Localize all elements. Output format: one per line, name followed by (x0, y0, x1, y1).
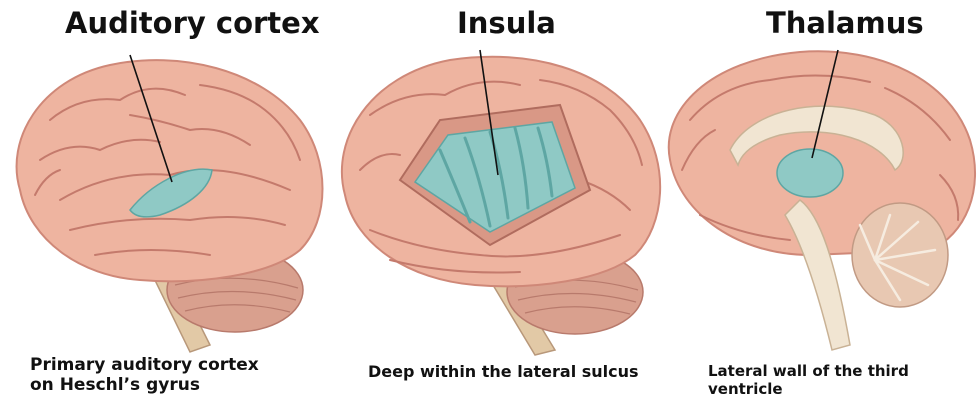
panel-caption: Primary auditory cortex on Heschl’s gyru… (30, 355, 259, 396)
auditory-cortex-illustration (15, 54, 324, 353)
cerebrum (15, 59, 324, 283)
caption-line: Lateral wall of the third ventricle (708, 362, 909, 398)
panel-title: Thalamus (766, 6, 924, 40)
highlight-insula (413, 121, 576, 233)
gyri-folds (34, 84, 301, 256)
panel-title: Insula (457, 6, 556, 40)
pointer-line (811, 49, 839, 159)
highlight-auditory-cortex (129, 168, 213, 218)
corpus-callosum (729, 105, 904, 172)
caption-line: on Heschl’s gyrus (30, 375, 200, 396)
caption-line: Primary auditory cortex (30, 355, 259, 375)
arbor-vitae (858, 213, 937, 302)
caption-line: Deep within the lateral sulcus (368, 362, 639, 381)
insula-illustration (340, 49, 662, 356)
pointer-line (479, 49, 499, 176)
panel-title: Auditory cortex (65, 6, 320, 40)
pointer-line (129, 54, 173, 183)
panel-thalamus: Thalamus Lateral wall of the third ventr… (660, 0, 980, 417)
panel-caption: Lateral wall of the third ventricle (708, 362, 980, 398)
gyri-folds (359, 79, 643, 274)
panel-auditory-cortex: Auditory cortex Primary auditory cortex … (0, 0, 330, 417)
highlight-thalamus (776, 148, 844, 198)
panel-insula: Insula Deep within the lateral sulcus (330, 0, 670, 417)
panel-caption: Deep within the lateral sulcus (368, 362, 639, 381)
brainstem (784, 199, 851, 351)
gyri-folds (681, 74, 960, 241)
thalamus-illustration (667, 49, 976, 351)
